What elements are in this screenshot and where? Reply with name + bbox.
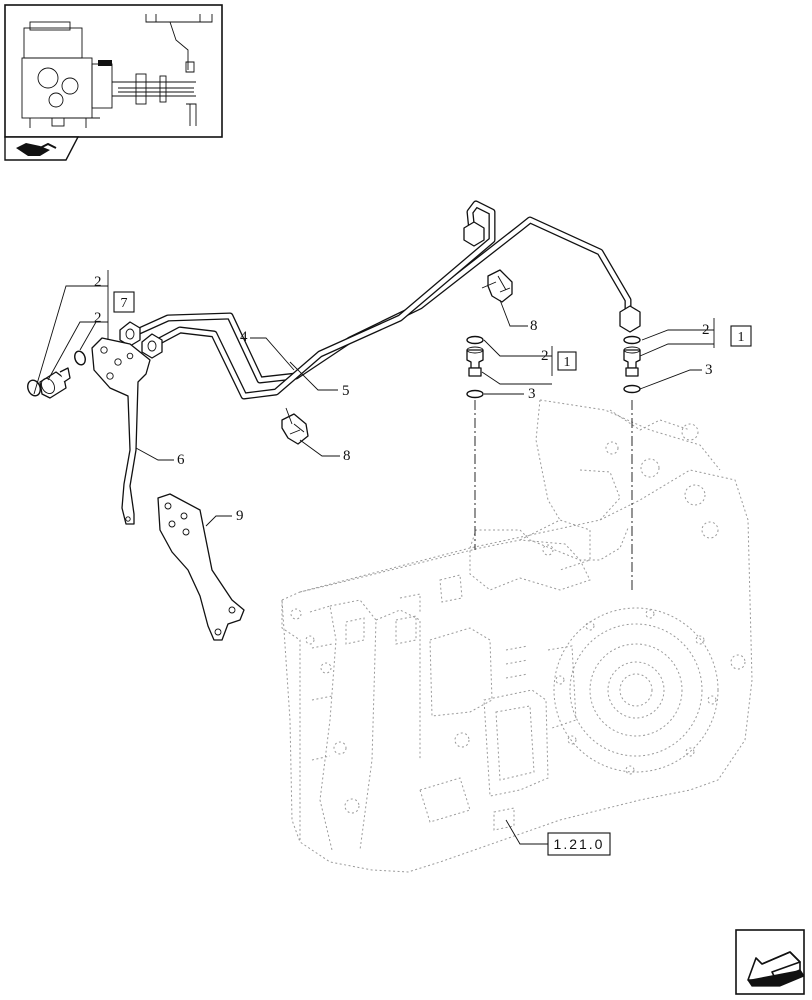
boxed-ref-7[interactable]: 7 bbox=[113, 291, 135, 313]
callout-5: 5 bbox=[342, 383, 350, 399]
pipe-part-4[interactable] bbox=[124, 216, 632, 384]
boxed-ref-1-right-label: 1 bbox=[738, 330, 745, 345]
callout-8-lower: 8 bbox=[343, 448, 351, 464]
pipe-nut bbox=[141, 333, 163, 359]
pipe-clip-part-8-lower[interactable] bbox=[281, 407, 309, 445]
callout-3-right: 3 bbox=[705, 362, 713, 378]
o-ring-part-2-right[interactable] bbox=[623, 335, 641, 345]
transmission-overview-thumbnail-icon bbox=[21, 14, 213, 128]
o-ring-part-2b[interactable] bbox=[73, 350, 87, 367]
callout-2-center: 2 bbox=[541, 348, 549, 364]
callout-8-upper: 8 bbox=[530, 318, 538, 334]
pipe-clip-part-8-upper[interactable] bbox=[481, 269, 513, 303]
o-ring-part-2[interactable] bbox=[26, 378, 43, 397]
boxed-ref-7-label: 7 bbox=[121, 296, 128, 311]
pipe-nut bbox=[119, 321, 141, 347]
boxed-ref-1-center-label: 1 bbox=[564, 355, 571, 370]
union-fitting-part-2-right[interactable] bbox=[623, 346, 641, 377]
union-fitting-part-2[interactable] bbox=[39, 367, 71, 399]
pipe-part-5[interactable] bbox=[146, 200, 496, 400]
bracket-part-6[interactable] bbox=[91, 337, 151, 525]
pipe-nut bbox=[463, 221, 485, 247]
callout-9: 9 bbox=[236, 508, 244, 524]
boxed-ref-1-center[interactable]: 1 bbox=[557, 351, 577, 371]
o-ring-part-3-center[interactable] bbox=[466, 389, 484, 399]
assembly-axis-lines bbox=[474, 400, 633, 590]
callout-4: 4 bbox=[240, 329, 248, 345]
o-ring-part-3-right[interactable] bbox=[623, 384, 641, 394]
overview-thumbnail[interactable] bbox=[4, 4, 223, 138]
union-fitting-part-2-center[interactable] bbox=[466, 346, 484, 377]
leader-lines bbox=[33, 270, 715, 845]
callout-2-left-a: 2 bbox=[94, 274, 102, 290]
callout-2-right: 2 bbox=[702, 322, 710, 338]
callout-2-left-b: 2 bbox=[94, 310, 102, 326]
section-reference-link[interactable]: 1.21.0 bbox=[547, 832, 611, 856]
bracket-part-9[interactable] bbox=[157, 493, 245, 641]
transmission-housing-outline bbox=[281, 399, 753, 873]
tractor-section-icon[interactable] bbox=[4, 136, 80, 161]
next-page-arrow-icon[interactable] bbox=[735, 929, 805, 995]
boxed-ref-1-right[interactable]: 1 bbox=[730, 325, 752, 347]
callout-3-center: 3 bbox=[528, 386, 536, 402]
o-ring-part-2-center[interactable] bbox=[466, 335, 484, 345]
callout-labels: 2 2 4 5 6 8 8 9 2 3 2 3 bbox=[94, 274, 713, 524]
section-reference-label: 1.21.0 bbox=[554, 836, 605, 852]
pipe-nut bbox=[619, 305, 641, 333]
callout-6: 6 bbox=[177, 452, 185, 468]
